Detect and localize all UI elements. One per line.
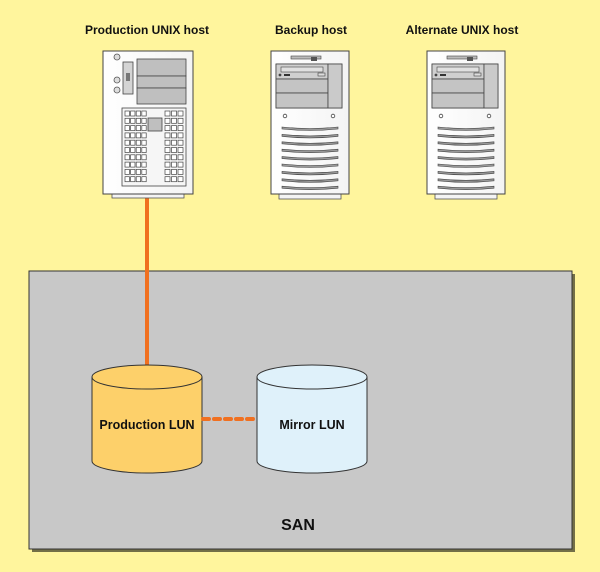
lun-label-mirror: Mirror LUN	[279, 418, 344, 432]
host-alternate[interactable]: Alternate UNIX host	[406, 23, 519, 200]
cylinder-body	[256, 376, 368, 474]
host-backup[interactable]: Backup host	[270, 23, 350, 200]
host-label-backup: Backup host	[275, 23, 347, 37]
host-label-production: Production UNIX host	[85, 23, 209, 37]
lun-label-production: Production LUN	[99, 418, 194, 432]
lun-production[interactable]: Production LUN	[91, 364, 203, 474]
san-label: SAN	[281, 517, 315, 534]
cylinder-body	[91, 376, 203, 474]
host-production[interactable]: Production UNIX host	[85, 23, 209, 199]
server-tower-icon	[102, 50, 194, 199]
host-label-alternate: Alternate UNIX host	[406, 23, 519, 37]
cylinder-top	[256, 364, 368, 390]
server-tower-icon	[426, 50, 506, 200]
lun-mirror[interactable]: Mirror LUN	[256, 364, 368, 474]
cylinder-top	[91, 364, 203, 390]
server-tower-icon	[270, 50, 350, 200]
